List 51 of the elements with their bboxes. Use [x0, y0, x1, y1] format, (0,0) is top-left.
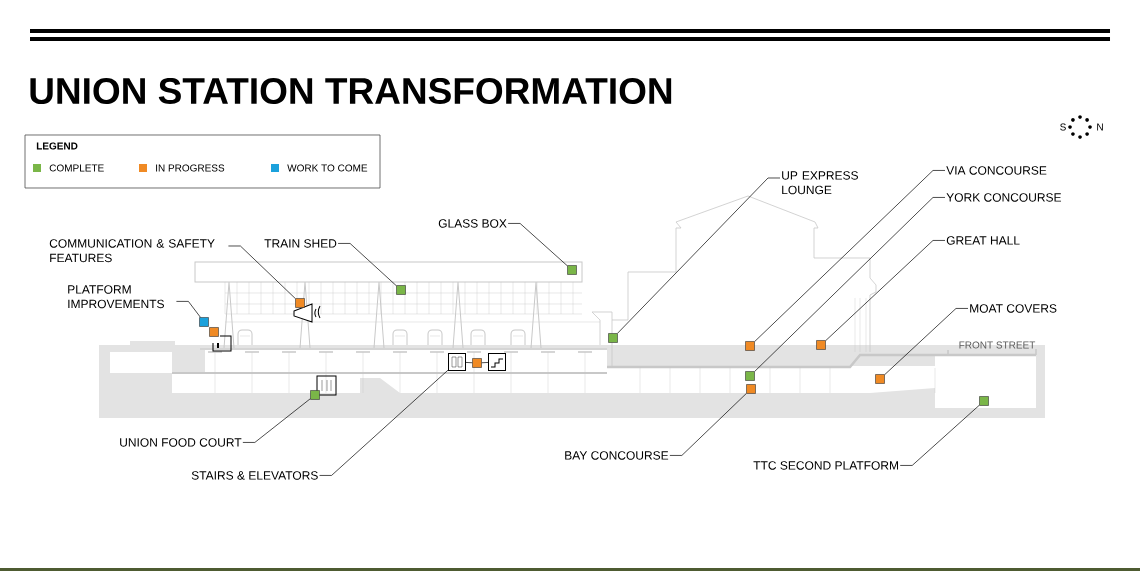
status-marker	[295, 298, 305, 308]
callout-label: VIA CONCOURSE	[946, 166, 1047, 175]
leader-line	[754, 170, 946, 342]
leader-line	[884, 308, 969, 375]
compass-label: N	[1097, 123, 1103, 131]
leader-line	[176, 301, 201, 318]
legend-label: IN PROGRESS	[156, 164, 225, 172]
status-marker	[310, 390, 320, 400]
callout-label: MOAT COVERS	[970, 304, 1057, 313]
legend-label: WORK TO COME	[287, 164, 368, 172]
callout-label: TTC SECOND PLATFORM	[753, 461, 898, 470]
leader-line	[337, 243, 397, 286]
status-marker	[745, 341, 755, 351]
callout-label: BAY CONCOURSE	[565, 451, 669, 460]
callout-label: COMMUNICATION & SAFETY FEATURES	[49, 239, 215, 263]
leader-line	[825, 240, 946, 341]
title: UNION STATION TRANSFORMATION	[30, 77, 672, 105]
leader-line	[754, 197, 946, 372]
leader-line	[899, 404, 980, 466]
callout-label: GREAT HALL	[946, 236, 1020, 245]
status-marker	[816, 340, 826, 350]
elevator-icon	[448, 353, 466, 371]
callout-label: UP EXPRESS LOUNGE	[782, 171, 858, 195]
callout-label: GLASS BOX	[438, 219, 507, 228]
status-marker	[746, 384, 756, 394]
status-marker	[396, 285, 406, 295]
street-label: FRONT STREET	[959, 341, 1036, 349]
leader-line	[319, 369, 449, 476]
status-marker	[199, 317, 209, 327]
status-marker	[567, 265, 577, 275]
status-marker	[472, 358, 482, 368]
status-marker	[745, 371, 755, 381]
callout-label: STAIRS & ELEVATORS	[191, 471, 318, 480]
callout-label: TRAIN SHED	[264, 239, 337, 248]
leader-line	[228, 245, 296, 299]
status-marker	[608, 333, 618, 343]
status-marker	[979, 396, 989, 406]
leader-line	[465, 362, 473, 364]
callout-label: YORK CONCOURSE	[946, 193, 1061, 202]
stairs-icon	[488, 353, 506, 371]
leader-line	[507, 223, 568, 267]
leader-line	[481, 362, 489, 364]
leader-line	[242, 398, 311, 443]
callout-label: UNION FOOD COURT	[120, 438, 242, 447]
status-marker	[209, 327, 219, 337]
leader-line	[669, 393, 747, 456]
status-marker	[875, 374, 885, 384]
callout-label: PLATFORM IMPROVEMENTS	[68, 285, 164, 309]
legend-label: COMPLETE	[49, 164, 104, 172]
leader-line	[617, 177, 781, 334]
compass-label: S	[1060, 123, 1066, 131]
